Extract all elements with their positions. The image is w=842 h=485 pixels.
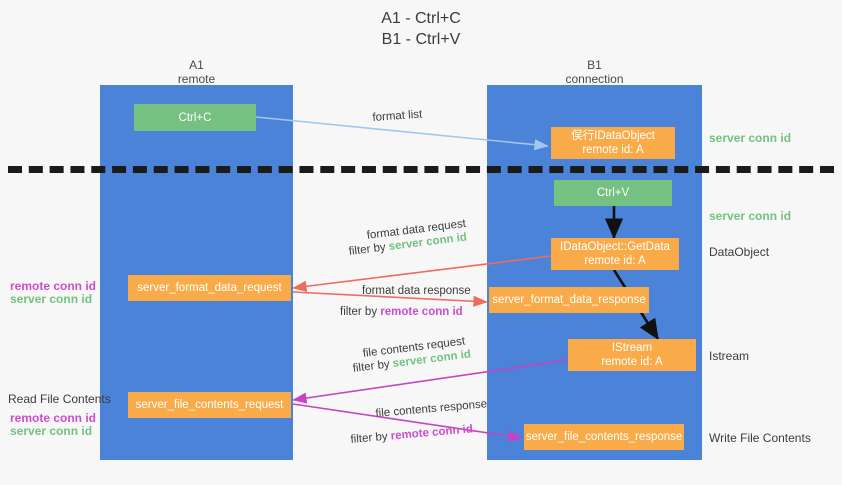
label-server-conn-id-1: server conn id bbox=[10, 292, 93, 306]
label-server-conn-id-mid: server conn id bbox=[709, 209, 792, 223]
label-read-file-contents: Read File Contents bbox=[8, 392, 111, 406]
label-dataobject: DataObject bbox=[709, 245, 770, 259]
node-ctrl-v[interactable]: Ctrl+V bbox=[554, 180, 672, 206]
node-getdata-line1: IDataObject::GetData bbox=[560, 241, 670, 253]
column-a1-sub: remote bbox=[177, 72, 216, 86]
node-idataobject-top-line1: 俣行IDataObject bbox=[571, 130, 655, 142]
node-server-format-data-request-label: server_format_data_request bbox=[137, 282, 282, 294]
node-server-file-contents-request-label: server_file_contents_request bbox=[135, 399, 284, 411]
filter-prefix: filter by bbox=[340, 306, 381, 318]
column-b1-name: B1 bbox=[587, 58, 602, 72]
diagram-title: A1 - Ctrl+C B1 - Ctrl+V bbox=[0, 8, 842, 50]
column-header-b1: B1 connection bbox=[487, 58, 702, 86]
node-idataobject-getdata[interactable]: IDataObject::GetData remote id: A bbox=[551, 238, 679, 270]
node-server-file-contents-response-label: server_file_contents_response bbox=[525, 431, 683, 443]
column-header-a1: A1 remote bbox=[100, 58, 293, 86]
label-remote-conn-id-2: remote conn id bbox=[10, 411, 97, 425]
phase-divider bbox=[8, 166, 834, 173]
node-istream-line2: remote id: A bbox=[601, 356, 663, 368]
filter-prefix: filter by bbox=[350, 430, 392, 446]
arrow-format-data-request bbox=[292, 255, 552, 292]
arrow-file-contents-response bbox=[292, 403, 523, 442]
node-server-format-data-request[interactable]: server_format_data_request bbox=[128, 275, 291, 301]
node-istream[interactable]: IStream remote id: A bbox=[568, 339, 696, 371]
arrow-format-data-response bbox=[292, 291, 488, 307]
node-idataobject-top-line2: remote id: A bbox=[582, 144, 644, 156]
label-remote-conn-id-1: remote conn id bbox=[10, 279, 97, 293]
node-server-format-data-response-label: server_format_data_response bbox=[492, 294, 646, 306]
label-server-conn-id-top: server conn id bbox=[709, 131, 792, 145]
node-server-file-contents-request[interactable]: server_file_contents_request bbox=[128, 392, 291, 418]
node-getdata-line2: remote id: A bbox=[584, 255, 646, 267]
arrow-format-list bbox=[255, 116, 549, 151]
arrow-file-contents-request bbox=[292, 359, 569, 404]
filter-value-remote-conn-id: remote conn id bbox=[380, 306, 463, 318]
node-ctrl-c[interactable]: Ctrl+C bbox=[134, 104, 256, 131]
edge-label-format-data-response: format data response bbox=[362, 285, 471, 297]
node-istream-line1: IStream bbox=[611, 342, 653, 354]
title-line-2: B1 - Ctrl+V bbox=[381, 31, 461, 48]
label-istream: Istream bbox=[709, 349, 750, 363]
filter-prefix: filter by bbox=[352, 358, 394, 375]
node-idataobject-top[interactable]: 俣行IDataObject remote id: A bbox=[551, 127, 675, 159]
column-b1-sub: connection bbox=[565, 72, 624, 86]
edge-label-format-data-response-filter: filter by remote conn id bbox=[340, 305, 463, 320]
node-ctrl-v-label: Ctrl+V bbox=[596, 187, 630, 199]
label-server-conn-id-2: server conn id bbox=[10, 424, 93, 438]
column-a1-name: A1 bbox=[189, 58, 204, 72]
title-line-1: A1 - Ctrl+C bbox=[381, 10, 461, 27]
label-write-file-contents: Write File Contents bbox=[709, 431, 811, 445]
node-server-format-data-response[interactable]: server_format_data_response bbox=[489, 287, 649, 313]
filter-prefix: filter by bbox=[348, 241, 390, 258]
node-server-file-contents-response[interactable]: server_file_contents_response bbox=[524, 424, 684, 450]
node-ctrl-c-label: Ctrl+C bbox=[178, 111, 212, 124]
